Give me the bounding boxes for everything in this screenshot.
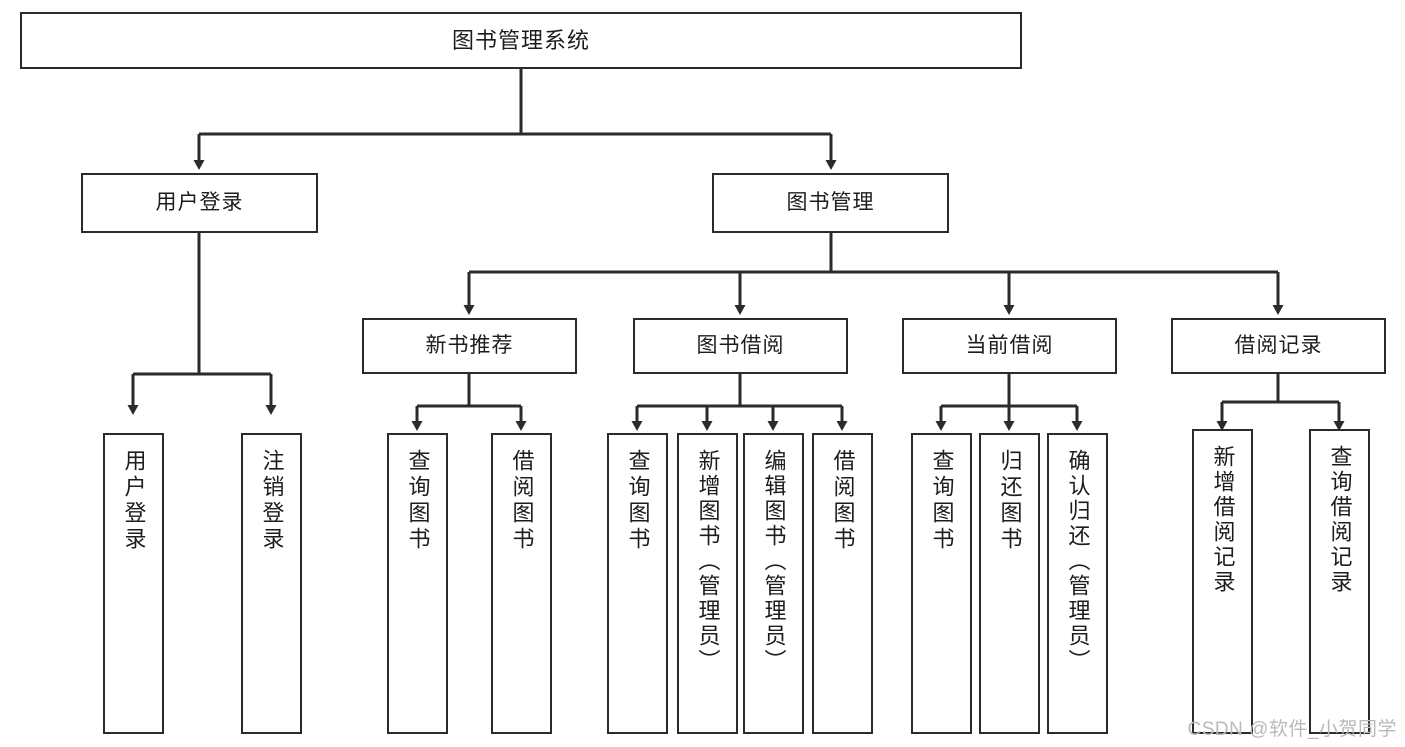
node-leaf-query-book-2-label: 查询图书	[625, 449, 651, 553]
node-leaf-query-book-1-label: 查询图书	[405, 449, 431, 553]
node-leaf-borrow-book-2[interactable]: 借阅图书	[812, 433, 873, 734]
node-book-borrow[interactable]: 图书借阅	[633, 318, 848, 374]
node-new-book-recommend-label: 新书推荐	[425, 333, 514, 357]
node-book-borrow-label: 图书借阅	[696, 333, 785, 357]
node-user-login[interactable]: 用户登录	[81, 173, 318, 233]
node-leaf-confirm-return[interactable]: 确认归还（管理员）	[1047, 433, 1108, 734]
node-leaf-query-book-3[interactable]: 查询图书	[911, 433, 972, 734]
node-borrow-record-label: 借阅记录	[1234, 333, 1323, 357]
node-leaf-add-book[interactable]: 新增图书（管理员）	[677, 433, 738, 734]
node-leaf-user-login-label: 用户登录	[121, 449, 147, 553]
node-leaf-borrow-book-1-label: 借阅图书	[509, 449, 535, 553]
node-book-manage-label: 图书管理	[786, 190, 875, 214]
node-leaf-query-book-2[interactable]: 查询图书	[607, 433, 668, 734]
node-leaf-logout[interactable]: 注销登录	[241, 433, 302, 734]
node-leaf-borrow-book-1[interactable]: 借阅图书	[491, 433, 552, 734]
node-leaf-add-record[interactable]: 新增借阅记录	[1192, 429, 1253, 734]
node-root[interactable]: 图书管理系统	[20, 12, 1022, 69]
node-leaf-return-book[interactable]: 归还图书	[979, 433, 1040, 734]
node-leaf-return-book-label: 归还图书	[997, 449, 1023, 553]
node-current-borrow[interactable]: 当前借阅	[902, 318, 1117, 374]
node-borrow-record[interactable]: 借阅记录	[1171, 318, 1386, 374]
node-leaf-confirm-return-label: 确认归还（管理员）	[1065, 449, 1091, 674]
node-current-borrow-label: 当前借阅	[965, 333, 1054, 357]
node-root-label: 图书管理系统	[451, 27, 590, 53]
node-leaf-query-book-3-label: 查询图书	[929, 449, 955, 553]
node-user-login-label: 用户登录	[155, 190, 244, 214]
node-leaf-add-book-label: 新增图书（管理员）	[695, 449, 721, 674]
node-leaf-edit-book-label: 编辑图书（管理员）	[761, 449, 787, 674]
node-leaf-user-login[interactable]: 用户登录	[103, 433, 164, 734]
node-new-book-recommend[interactable]: 新书推荐	[362, 318, 577, 374]
node-leaf-add-record-label: 新增借阅记录	[1210, 445, 1236, 595]
node-leaf-logout-label: 注销登录	[259, 449, 285, 553]
node-leaf-borrow-book-2-label: 借阅图书	[830, 449, 856, 553]
node-leaf-query-book-1[interactable]: 查询图书	[387, 433, 448, 734]
watermark-text: CSDN @软件_小贺同学	[1187, 719, 1397, 740]
node-leaf-query-record[interactable]: 查询借阅记录	[1309, 429, 1370, 734]
node-leaf-edit-book[interactable]: 编辑图书（管理员）	[743, 433, 804, 734]
node-book-manage[interactable]: 图书管理	[712, 173, 949, 233]
node-leaf-query-record-label: 查询借阅记录	[1327, 445, 1353, 595]
